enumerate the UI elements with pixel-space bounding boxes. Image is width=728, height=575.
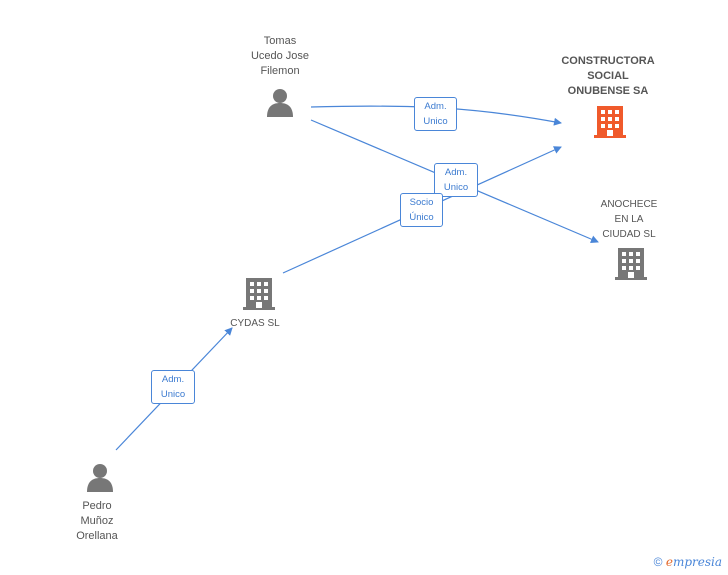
relation-line: Adm. [161, 374, 185, 385]
label-line: Filemon [260, 65, 300, 77]
label-line: ONUBENSE SA [567, 85, 649, 97]
person-icon[interactable] [267, 89, 293, 117]
label-line: Pedro [82, 500, 112, 512]
relation-line: Único [409, 212, 434, 223]
label-line: CONSTRUCTORA [561, 55, 655, 67]
copyright-icon: © [653, 555, 663, 569]
person-icon[interactable] [87, 464, 113, 492]
label-line: EN LA [614, 214, 644, 225]
relation-line: Adm. [424, 101, 447, 112]
brand-name: mpresia [672, 555, 722, 569]
relation-line: Unico [443, 182, 469, 193]
empresia-watermark: © empresia [654, 555, 722, 569]
building-icon[interactable] [594, 106, 626, 138]
label-line: Tomas [263, 35, 297, 47]
node-label-anochece[interactable]: ANOCHECE EN LA CIUDAD SL [584, 197, 674, 242]
relation-label-tomas-constructora[interactable]: Adm. Unico [414, 97, 457, 131]
relation-line: Adm. [444, 167, 468, 178]
relation-label-pedro-cydas[interactable]: Adm. Unico [151, 370, 195, 404]
brand-initial: e [665, 555, 673, 569]
node-label-cydas[interactable]: CYDAS SL [215, 316, 295, 331]
relation-line: Unico [423, 116, 448, 127]
node-label-tomas[interactable]: Tomas Ucedo Jose Filemon [230, 34, 330, 79]
label-line: CIUDAD SL [602, 229, 656, 240]
label-line: Ucedo Jose [250, 50, 310, 62]
building-icon[interactable] [243, 278, 275, 310]
label-line: CYDAS SL [230, 318, 280, 329]
relation-line: Socio [409, 197, 434, 208]
label-line: ANOCHECE [600, 199, 658, 210]
building-icon[interactable] [615, 248, 647, 280]
relation-line: Unico [160, 389, 186, 400]
relation-label-cydas-constructora[interactable]: Socio Único [400, 193, 443, 227]
relation-label-tomas-anochece[interactable]: Adm. Unico [434, 163, 478, 197]
label-line: Muñoz [80, 515, 114, 527]
label-line: Orellana [76, 530, 118, 542]
node-label-constructora[interactable]: CONSTRUCTORA SOCIAL ONUBENSE SA [548, 54, 668, 99]
node-label-pedro[interactable]: Pedro Muñoz Orellana [52, 499, 142, 544]
label-line: SOCIAL [587, 70, 629, 82]
